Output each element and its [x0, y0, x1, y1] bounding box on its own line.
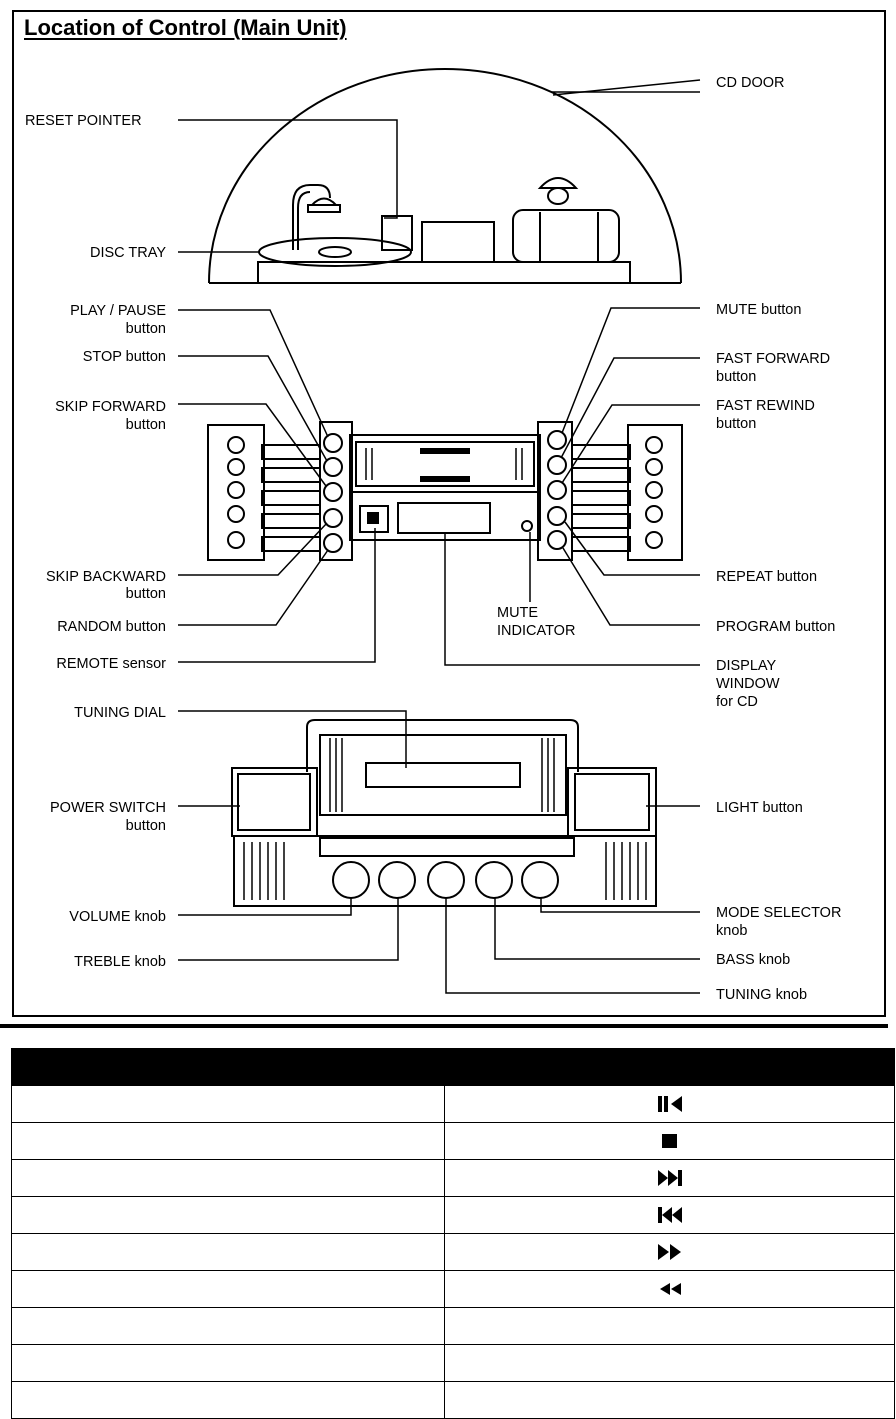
- repeat-button: [547, 506, 567, 526]
- bass-knob: [475, 861, 513, 899]
- play-pause-icon: [657, 1096, 682, 1112]
- display-window: [397, 502, 491, 534]
- table-row: [11, 1159, 895, 1197]
- table-row: [11, 1122, 895, 1160]
- label-display-window-sub: WINDOW: [716, 676, 780, 692]
- label-skip-forward: SKIP FORWARD: [55, 399, 166, 415]
- label-skip-backward: SKIP BACKWARD: [46, 569, 166, 585]
- label-power-switch-sub: button: [126, 818, 166, 834]
- label-light: LIGHT button: [716, 800, 803, 816]
- table-row: [11, 1270, 895, 1308]
- label-treble: TREBLE knob: [74, 954, 166, 970]
- label-disc-tray: DISC TRAY: [90, 245, 166, 261]
- label-mute-indicator: MUTE: [497, 605, 538, 621]
- mute-button: [547, 430, 567, 450]
- label-skip-backward-sub: button: [126, 586, 166, 602]
- power-switch: [231, 767, 318, 837]
- label-stop: STOP button: [83, 349, 166, 365]
- radio-top: [306, 719, 579, 772]
- table-header-row: [11, 1048, 895, 1086]
- reset-pointer: [381, 215, 413, 251]
- button-symbol-table: [11, 1048, 895, 1419]
- label-program: PROGRAM button: [716, 619, 835, 635]
- main-unit-diagram: RESET POINTER DISC TRAY PLAY / PAUSE but…: [25, 68, 841, 1003]
- label-bass: BASS knob: [716, 952, 790, 968]
- remote-sensor: [359, 505, 389, 533]
- leader-lines: [178, 79, 701, 994]
- label-play-pause-sub: button: [126, 321, 166, 337]
- skip-forward-button: [323, 482, 343, 502]
- label-fast-forward: FAST FORWARD: [716, 351, 830, 367]
- stop-icon: [661, 1133, 677, 1148]
- table-row: [11, 1381, 895, 1419]
- play-pause-button: [323, 433, 343, 453]
- table-row: [11, 1233, 895, 1271]
- label-mode-selector-sub: knob: [716, 923, 747, 939]
- fast-rewind-icon: [659, 1283, 681, 1295]
- label-mode-selector: MODE SELECTOR: [716, 905, 841, 921]
- label-display-window: DISPLAY: [716, 658, 777, 674]
- label-repeat: REPEAT button: [716, 569, 817, 585]
- label-fast-rewind-sub: button: [716, 416, 756, 432]
- mode-selector-knob: [521, 861, 559, 899]
- table-row: [11, 1307, 895, 1345]
- label-reset-pointer: RESET POINTER: [25, 113, 142, 129]
- label-volume: VOLUME knob: [69, 909, 166, 925]
- label-tuning-knob: TUNING knob: [716, 987, 807, 1003]
- tuning-dial: [365, 762, 521, 788]
- label-display-window-sub2: for CD: [716, 694, 758, 710]
- diagram-frame: [12, 10, 886, 1017]
- table-row: [11, 1196, 895, 1234]
- tuning-knob: [427, 861, 465, 899]
- random-button: [323, 533, 343, 553]
- label-mute: MUTE button: [716, 302, 801, 318]
- table-row: [11, 1344, 895, 1382]
- skip-forward-icon: [657, 1170, 682, 1186]
- volume-knob: [332, 861, 370, 899]
- light-button: [567, 767, 657, 837]
- program-button: [547, 530, 567, 550]
- label-power-switch: POWER SWITCH: [50, 800, 166, 816]
- label-remote-sensor: REMOTE sensor: [56, 656, 166, 672]
- label-fast-forward-sub: button: [716, 369, 756, 385]
- fast-rewind-button: [547, 480, 567, 500]
- fast-forward-icon: [657, 1244, 681, 1260]
- right-speaker-panel: [627, 424, 683, 561]
- label-play-pause: PLAY / PAUSE: [70, 303, 166, 319]
- stop-button: [323, 457, 343, 477]
- table-row: [11, 1085, 895, 1123]
- label-cd-door: CD DOOR: [716, 75, 784, 91]
- label-random: RANDOM button: [57, 619, 166, 635]
- treble-knob: [378, 861, 416, 899]
- label-mute-indicator-sub: INDICATOR: [497, 623, 575, 639]
- cd-door-outline: [208, 68, 682, 284]
- label-tuning-dial: TUNING DIAL: [74, 705, 166, 721]
- skip-backward-icon: [657, 1207, 682, 1223]
- fast-forward-button: [547, 455, 567, 475]
- label-skip-forward-sub: button: [126, 417, 166, 433]
- section-divider: [0, 1024, 888, 1028]
- mute-indicator: [521, 520, 533, 532]
- page-title: Location of Control (Main Unit): [24, 15, 347, 40]
- left-speaker-panel: [207, 424, 265, 561]
- skip-backward-button: [323, 508, 343, 528]
- label-fast-rewind: FAST REWIND: [716, 398, 815, 414]
